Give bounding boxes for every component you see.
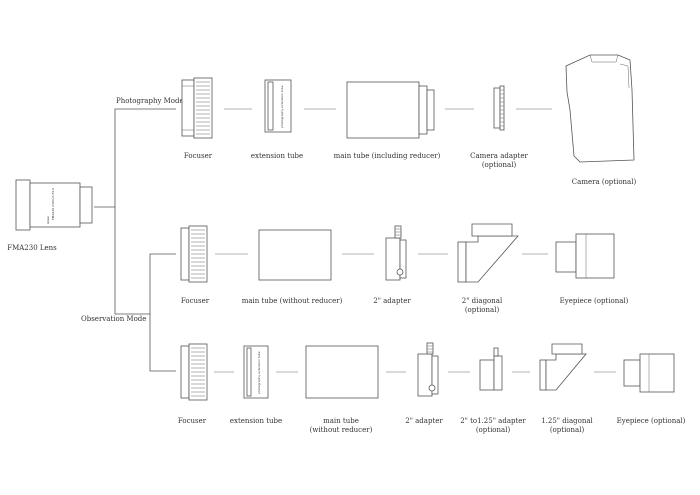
photo-focuser [181, 77, 213, 139]
branch-lines [94, 108, 176, 372]
camera-adapter-label: Camera adapter [470, 152, 528, 160]
lens-model-print: FMA230 230mm F4.6 [51, 188, 55, 220]
obs2-125-diagonal [539, 343, 587, 391]
photo-main-tube-label: main tube (including reducer) [334, 152, 441, 160]
photography-mode-label: Photography Mode [116, 97, 184, 105]
obs2-focuser-label: Focuser [178, 417, 207, 425]
obs1-eyepiece [555, 233, 615, 279]
obs2-125-diagonal-label: 1.25" diagonal [541, 417, 593, 425]
obs2-eyepiece [623, 353, 675, 393]
svg-text:photography extension tube: photography extension tube [257, 351, 261, 394]
photo-extension-tube: photography extension tube [264, 79, 292, 133]
obs1-focuser [180, 225, 208, 283]
fma230-lens: Askar FMA230 230mm F4.6 [15, 179, 93, 231]
obs1-main-tube-label: main tube (without reducer) [242, 297, 343, 305]
lens-front-ring [15, 179, 31, 231]
branch-photography [94, 108, 176, 208]
obs2-focuser [180, 343, 208, 401]
obs2-2inch-adapter-label: 2" adapter [405, 417, 443, 425]
obs2-125-diagonal-note: (optional) [550, 426, 585, 434]
obs2-extension-tube: photography extension tube [243, 345, 269, 399]
camera-adapter-note: (optional) [482, 161, 517, 169]
branch-observation-row1 [115, 253, 176, 315]
obs2-main-tube-note: (without reducer) [310, 426, 373, 434]
obs2-eyepiece-label: Eyepiece (optional) [617, 417, 686, 425]
branch-observation-row2 [149, 314, 176, 372]
observation-mode-label: Observation Mode [81, 315, 146, 323]
obs2-2inch-adapter [417, 342, 439, 397]
obs1-2inch-diagonal-note: (optional) [465, 306, 500, 314]
obs2-2-to-125-adapter-label: 2" to1.25" adapter [460, 417, 526, 425]
camera-label: Camera (optional) [572, 178, 637, 186]
svg-text:photography extension tube: photography extension tube [280, 85, 284, 128]
obs1-main-tube [258, 229, 332, 281]
photo-camera-adapter [493, 85, 505, 131]
lens-brand-print: Askar [46, 215, 50, 224]
photo-extension-tube-label: extension tube [251, 152, 303, 160]
photo-main-tube [346, 81, 435, 139]
lens-label: FMA230 Lens [7, 244, 57, 252]
camera-icon [565, 54, 635, 163]
lens-body [29, 182, 81, 228]
obs1-2inch-adapter-label: 2" adapter [373, 297, 411, 305]
obs1-eyepiece-label: Eyepiece (optional) [560, 297, 629, 305]
obs1-2inch-diagonal [457, 223, 519, 283]
obs2-2-to-125-adapter [479, 347, 503, 391]
photo-focuser-label: Focuser [184, 152, 213, 160]
obs1-2inch-adapter [385, 225, 407, 281]
obs2-2-to-125-adapter-note: (optional) [476, 426, 511, 434]
obs1-focuser-label: Focuser [181, 297, 210, 305]
obs2-main-tube-label: main tube [323, 417, 359, 425]
obs2-main-tube [305, 345, 379, 399]
lens-rear [79, 186, 93, 224]
obs1-2inch-diagonal-label: 2" diagonal [462, 297, 503, 305]
obs2-extension-tube-label: extension tube [230, 417, 282, 425]
